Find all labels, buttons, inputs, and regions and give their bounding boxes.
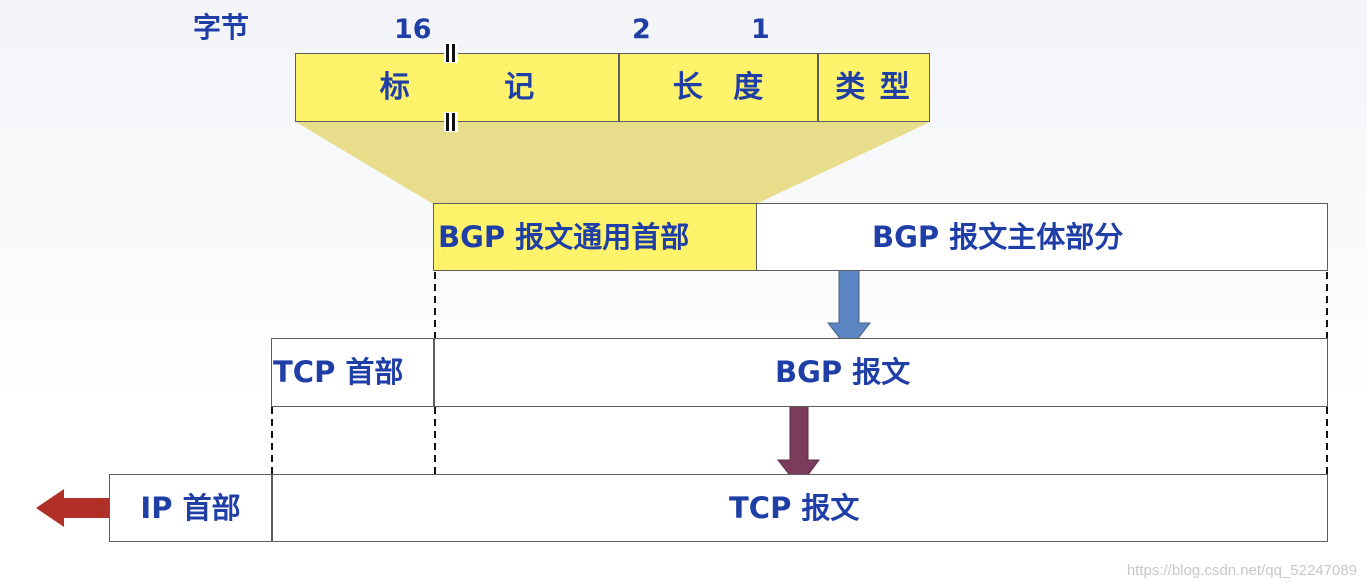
ip-header-divider	[271, 474, 273, 542]
type-field: 类 型	[818, 54, 929, 121]
bytes-label: 字节	[193, 11, 250, 44]
bgp-header-label: BGP 报文通用首部	[438, 219, 690, 254]
bgp-header-segment: BGP 报文通用首部	[433, 203, 757, 271]
marker-field-label: 标 记	[379, 69, 577, 105]
tcp-header-segment: TCP 首部	[272, 339, 433, 406]
down-arrow-icon	[776, 392, 820, 488]
ip-payload-segment: TCP 报文	[273, 475, 1327, 541]
tcp-payload-label: BGP 报文	[775, 355, 911, 389]
ip-header-label: IP 首部	[140, 490, 241, 525]
field-divider-type	[817, 53, 819, 122]
bgp-header-field-row	[295, 53, 930, 122]
bgp-body-segment: BGP 报文主体部分	[757, 204, 1327, 270]
length-size-label: 2	[632, 14, 651, 45]
marker-size-label: 16	[394, 14, 432, 45]
ip-payload-label: TCP 报文	[729, 490, 860, 525]
marker-field: 标 记	[296, 54, 618, 121]
tcp-segment-box	[271, 338, 1328, 407]
type-size-label: 1	[751, 14, 770, 45]
type-field-label: 类 型	[835, 69, 912, 105]
watermark-text: https://blog.csdn.net/qq_52247089	[1126, 562, 1357, 579]
tcp-header-label: TCP 首部	[273, 355, 404, 389]
ip-packet-box	[109, 474, 1328, 542]
bgp-body-label: BGP 报文主体部分	[872, 219, 1124, 254]
header-expansion-fan	[296, 122, 930, 204]
tcp-header-divider	[433, 338, 435, 407]
break-mark-icon	[444, 112, 458, 132]
break-mark-icon	[444, 43, 458, 63]
left-arrow-icon	[36, 489, 110, 527]
field-divider-length	[618, 53, 620, 122]
tcp-payload-segment: BGP 报文	[435, 339, 1327, 406]
length-field-label: 长 度	[672, 69, 774, 105]
length-field: 长 度	[619, 54, 817, 121]
ip-header-segment: IP 首部	[110, 475, 271, 541]
